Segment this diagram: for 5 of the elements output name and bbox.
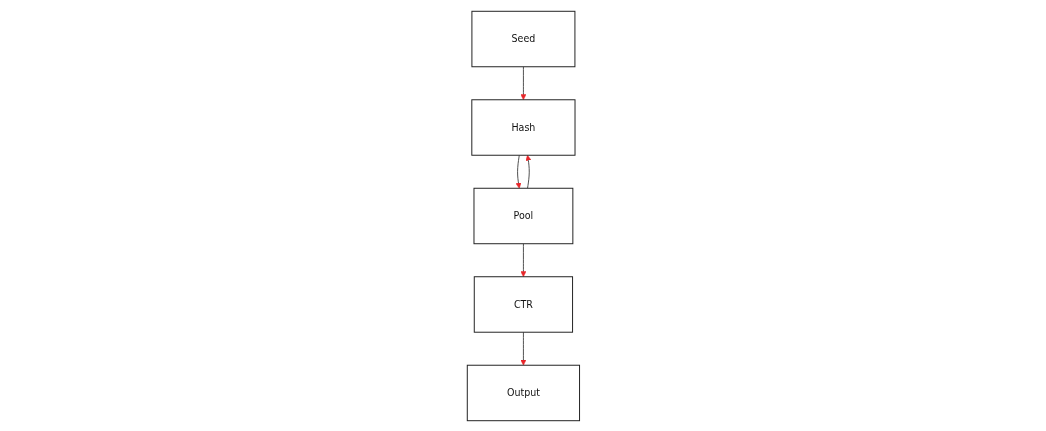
node-box: Output <box>466 364 580 421</box>
node-box: Pool <box>473 187 573 244</box>
node-box: CTR <box>473 275 573 333</box>
node-box: Seed <box>471 10 575 67</box>
node-box: Hash <box>470 98 576 156</box>
